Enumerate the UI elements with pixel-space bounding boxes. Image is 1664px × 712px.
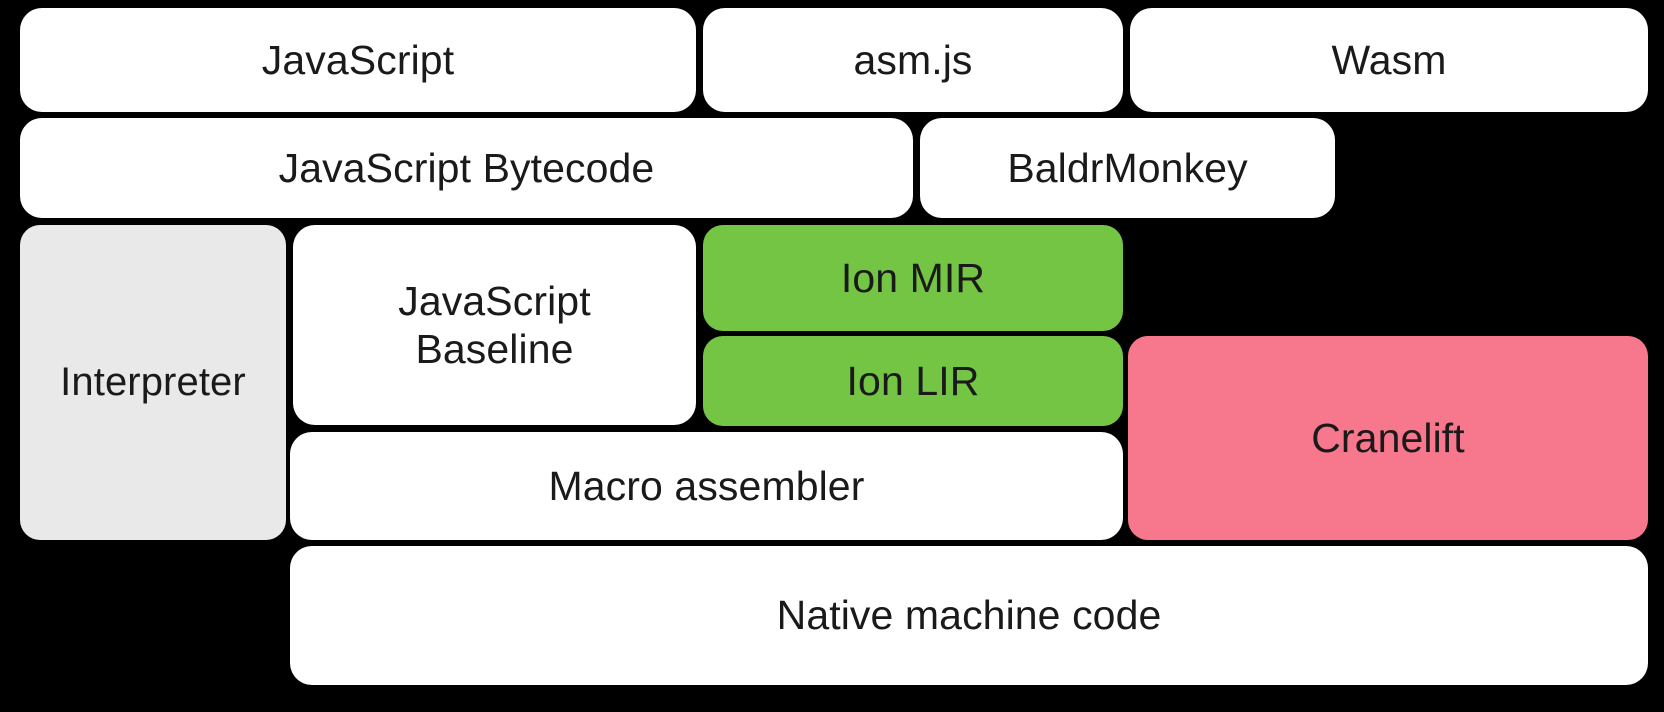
node-interpreter: Interpreter bbox=[20, 225, 286, 540]
node-javascript-bytecode: JavaScript Bytecode bbox=[20, 118, 913, 218]
node-ion-mir: Ion MIR bbox=[703, 225, 1123, 331]
node-wasm: Wasm bbox=[1130, 8, 1648, 112]
node-ion-lir: Ion LIR bbox=[703, 336, 1123, 426]
node-baldrmonkey: BaldrMonkey bbox=[920, 118, 1335, 218]
node-native-machine-code: Native machine code bbox=[290, 546, 1648, 685]
node-asmjs: asm.js bbox=[703, 8, 1123, 112]
node-cranelift: Cranelift bbox=[1128, 336, 1648, 540]
node-javascript-baseline: JavaScript Baseline bbox=[293, 225, 696, 425]
node-macro-assembler: Macro assembler bbox=[290, 432, 1123, 540]
node-javascript: JavaScript bbox=[20, 8, 696, 112]
